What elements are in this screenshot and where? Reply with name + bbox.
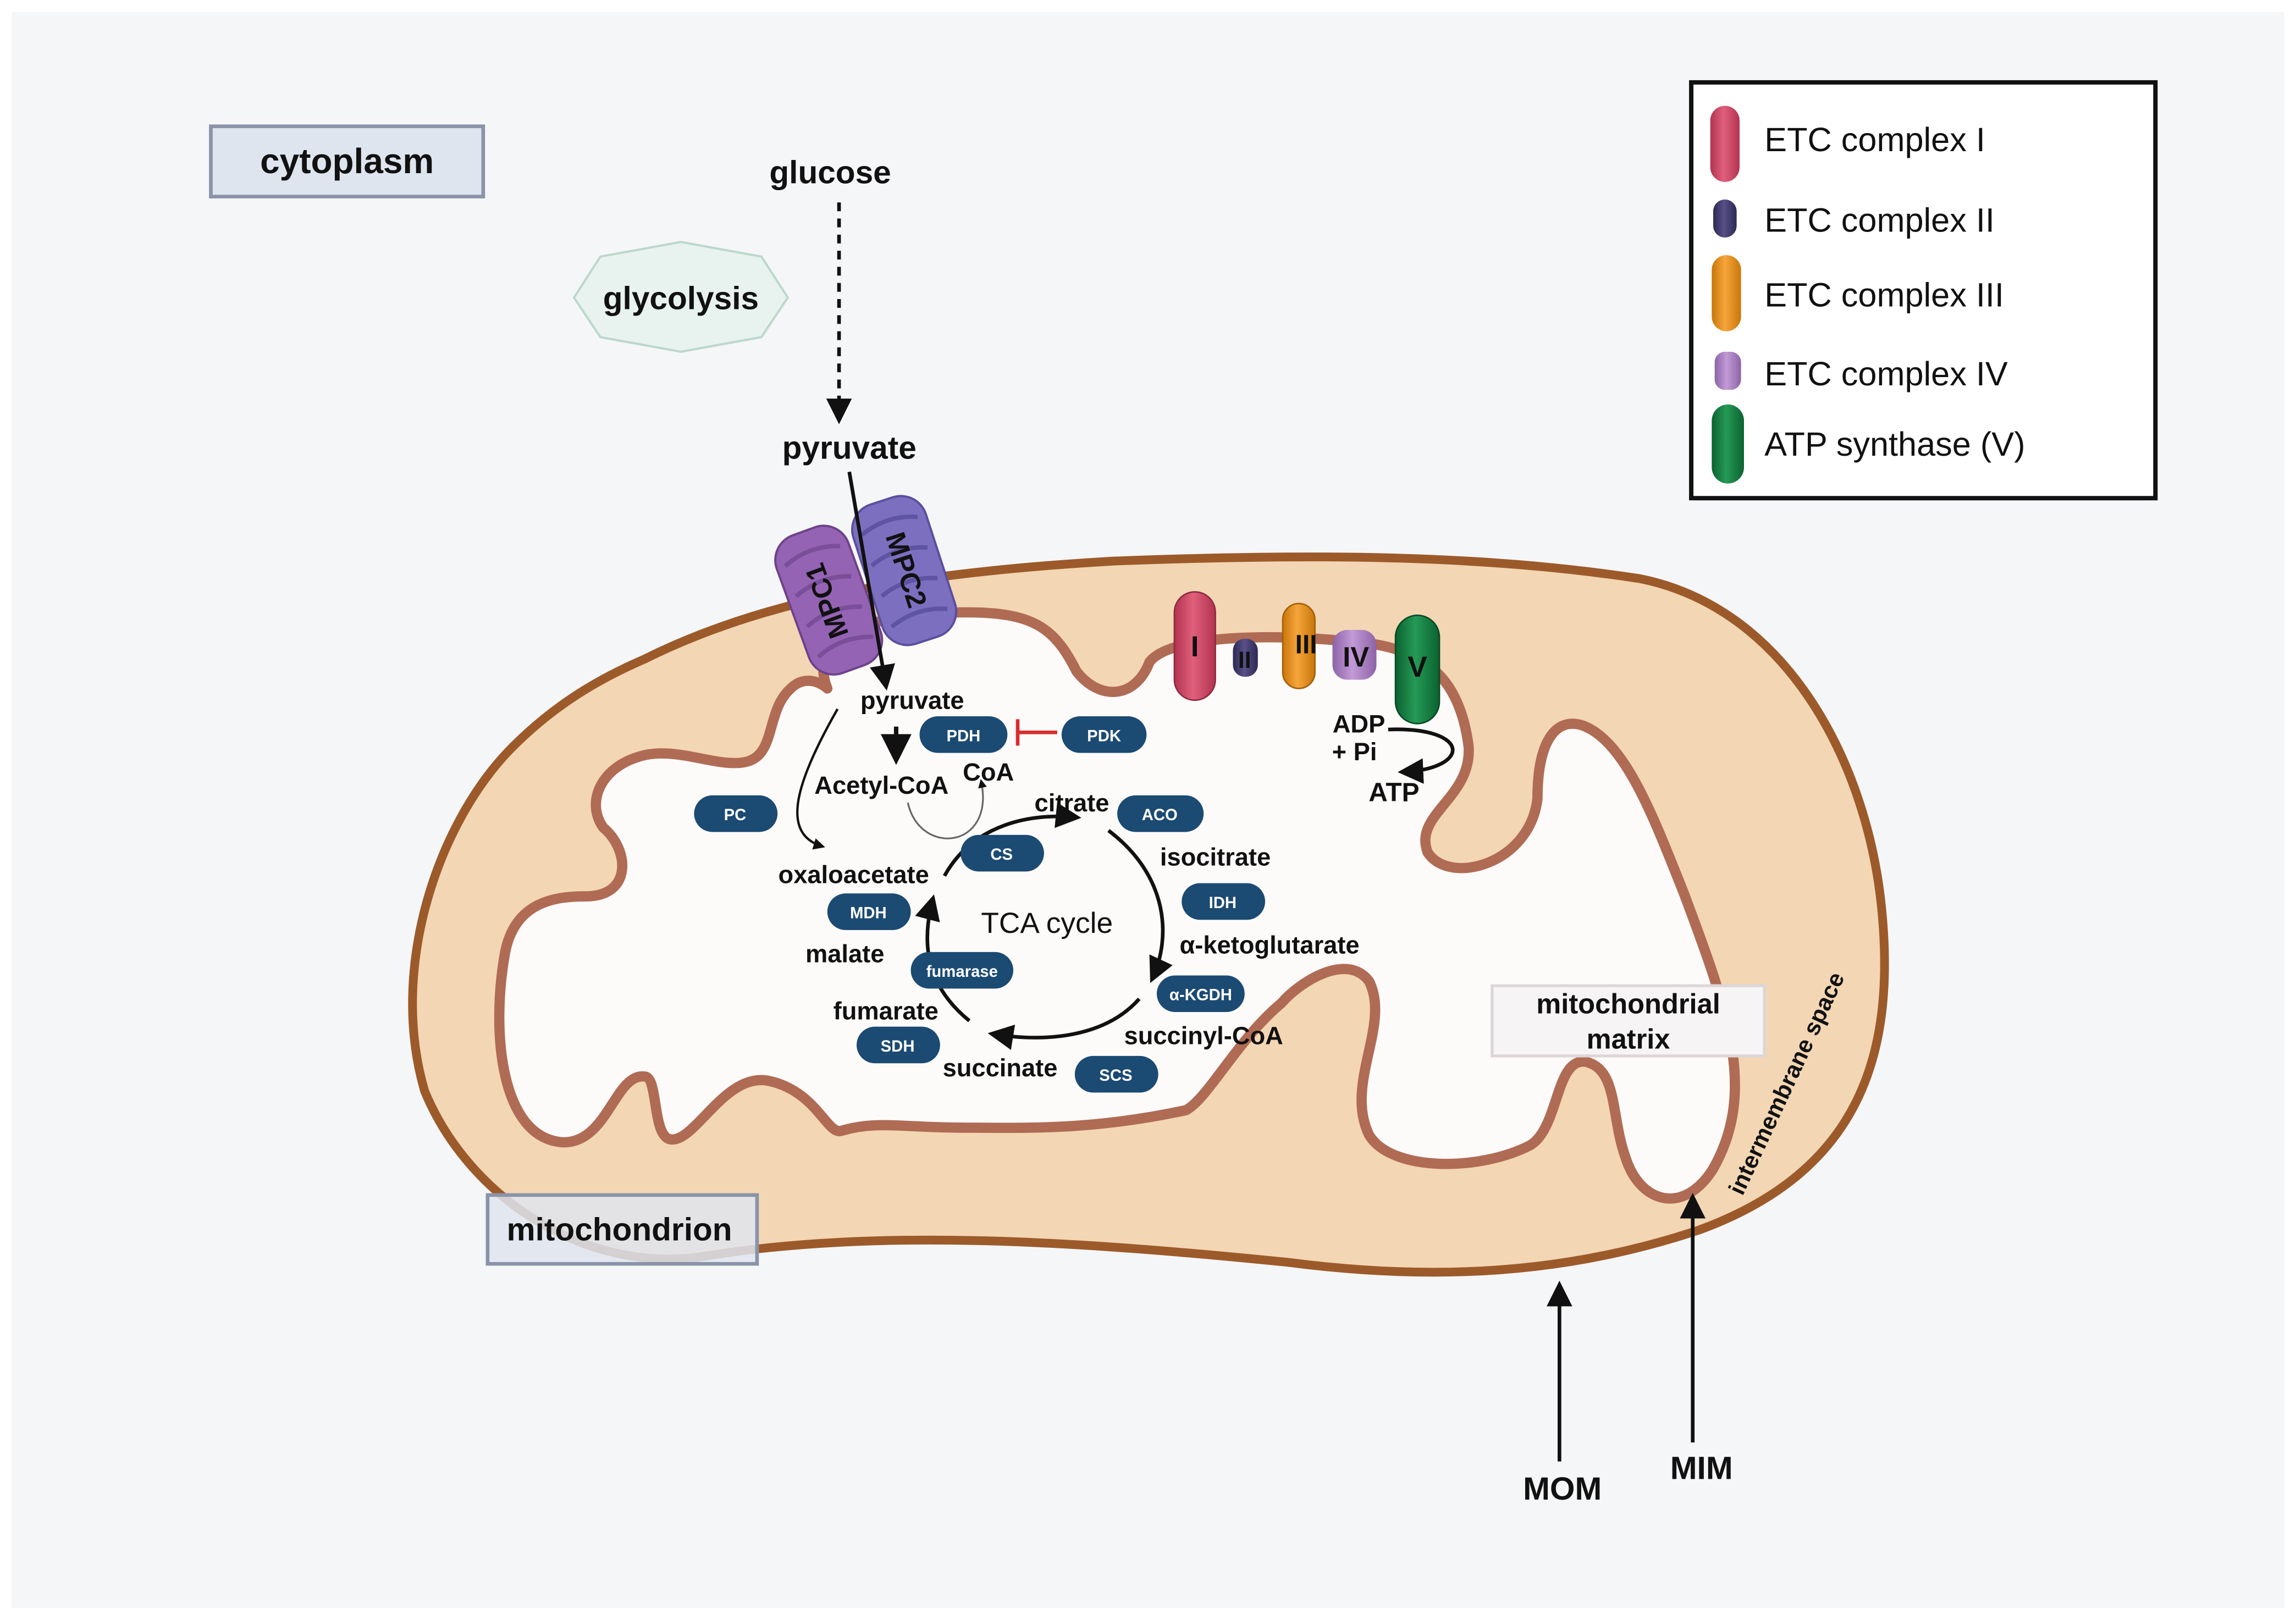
acetylcoa-entry-arrow bbox=[907, 779, 987, 839]
mitochondrial-matrix-label-line2: matrix bbox=[1587, 1024, 1670, 1055]
etc-complex-ii: II bbox=[1233, 638, 1258, 677]
acetyl-coa-label: Acetyl-CoA bbox=[814, 771, 948, 799]
adp-label: ADP bbox=[1333, 710, 1386, 738]
svg-text:PC: PC bbox=[724, 806, 747, 824]
mitochondrial-matrix-label-line1: mitochondrial bbox=[1536, 988, 1720, 1020]
mitochondrion-label-box: mitochondrion bbox=[485, 1193, 759, 1266]
svg-text:IDH: IDH bbox=[1209, 894, 1237, 912]
alpha-ketoglutarate-label: α-ketoglutarate bbox=[1179, 931, 1359, 959]
pyruvate-inner-label: pyruvate bbox=[860, 687, 964, 715]
enzyme-sdh: SDH bbox=[857, 1026, 940, 1064]
mim-label: MIM bbox=[1670, 1451, 1733, 1486]
mpc1-transporter: MPC1 bbox=[774, 524, 884, 676]
pyruvate-import-arrow bbox=[847, 471, 895, 691]
etc-complex-iii-label: III bbox=[1295, 631, 1317, 660]
legend-swatch-complex-iv bbox=[1714, 351, 1741, 390]
etc-complex-iii: III bbox=[1282, 602, 1317, 689]
svg-text:MDH: MDH bbox=[850, 904, 887, 922]
mpc2-transporter: MPC2 bbox=[851, 495, 958, 646]
succinate-label: succinate bbox=[943, 1054, 1058, 1082]
legend-swatch-complex-iii bbox=[1712, 255, 1741, 331]
oxaloacetate-label: oxaloacetate bbox=[779, 861, 929, 889]
enzyme-pdk: PDK bbox=[1061, 716, 1147, 753]
etc-complex-ii-label: II bbox=[1238, 647, 1251, 673]
mitochondrion-label: mitochondrion bbox=[507, 1212, 732, 1247]
mom-label: MOM bbox=[1523, 1471, 1602, 1507]
isocitrate-label: isocitrate bbox=[1160, 843, 1271, 871]
cytoplasm-label: cytoplasm bbox=[260, 141, 434, 181]
atp-synthase-label: V bbox=[1408, 651, 1427, 683]
inner-membrane bbox=[494, 607, 1740, 1204]
pyruvate-outer-label: pyruvate bbox=[782, 430, 917, 466]
atp-synthase-v: V bbox=[1394, 614, 1440, 725]
citrate-label: citrate bbox=[1035, 789, 1110, 817]
enzyme-pdh: PDH bbox=[919, 716, 1008, 753]
legend-item-complex-iii: ETC complex III bbox=[1712, 255, 2004, 331]
legend-item-complex-i: ETC complex I bbox=[1710, 106, 1985, 182]
tca-cycle-label: TCA cycle bbox=[981, 907, 1113, 939]
legend-swatch-atp-synthase bbox=[1712, 404, 1744, 484]
glycolysis-label: glycolysis bbox=[603, 281, 759, 317]
fumarate-label: fumarate bbox=[834, 997, 939, 1025]
etc-complex-i-label: I bbox=[1191, 631, 1199, 663]
enzyme-fumarase: fumarase bbox=[910, 952, 1013, 989]
svg-text:SCS: SCS bbox=[1099, 1066, 1132, 1085]
legend-item-atp-synthase: ATP synthase (V) bbox=[1712, 404, 2025, 484]
pdk-inhibition bbox=[1015, 719, 1057, 746]
legend-label-complex-i: ETC complex I bbox=[1764, 121, 1985, 158]
atp-synthesis-arrow bbox=[1388, 727, 1455, 784]
tca-arrow-succinylcoa-succinate bbox=[987, 997, 1141, 1050]
svg-text:CS: CS bbox=[990, 845, 1013, 864]
legend-label-complex-iii: ETC complex III bbox=[1764, 276, 2004, 313]
coa-label: CoA bbox=[963, 758, 1014, 786]
svg-text:SDH: SDH bbox=[881, 1037, 915, 1055]
enzyme-scs: SCS bbox=[1074, 1055, 1158, 1093]
glycolysis-badge: glycolysis bbox=[572, 241, 790, 353]
legend-label-atp-synthase: ATP synthase (V) bbox=[1764, 425, 2025, 463]
svg-text:PDK: PDK bbox=[1087, 727, 1121, 745]
enzyme-aco: ACO bbox=[1117, 795, 1204, 832]
legend-swatch-complex-ii bbox=[1713, 199, 1737, 238]
svg-text:ACO: ACO bbox=[1142, 806, 1178, 824]
mitochondrial-matrix-label-box: mitochondrial matrix bbox=[1491, 984, 1766, 1058]
pi-label: + Pi bbox=[1332, 738, 1377, 766]
legend: ETC complex I ETC complex II ETC complex… bbox=[1689, 80, 2158, 501]
etc-complex-iv: IV bbox=[1332, 629, 1377, 680]
enzyme-mdh: MDH bbox=[827, 893, 911, 930]
malate-label: malate bbox=[805, 939, 884, 967]
atp-label: ATP bbox=[1368, 778, 1419, 808]
enzyme-akgdh: α-KGDH bbox=[1156, 975, 1245, 1013]
legend-item-complex-ii: ETC complex II bbox=[1713, 199, 1995, 239]
legend-label-complex-ii: ETC complex II bbox=[1764, 202, 1995, 239]
tca-arrow-citrate-akg bbox=[1107, 829, 1173, 983]
cytoplasm-label-box: cytoplasm bbox=[209, 124, 485, 198]
etc-complex-iv-label: IV bbox=[1343, 641, 1369, 672]
pc-bypass-arrow bbox=[796, 708, 839, 850]
svg-text:α-KGDH: α-KGDH bbox=[1169, 986, 1232, 1004]
legend-item-complex-iv: ETC complex IV bbox=[1714, 351, 2008, 392]
legend-label-complex-iv: ETC complex IV bbox=[1764, 355, 2008, 392]
enzyme-pc: PC bbox=[694, 795, 778, 832]
succinyl-coa-label: succinyl-CoA bbox=[1124, 1022, 1283, 1050]
glucose-label: glucose bbox=[769, 155, 891, 191]
tca-arrow-oaa-citrate bbox=[942, 802, 1081, 877]
svg-text:PDH: PDH bbox=[947, 727, 981, 745]
legend-swatch-complex-i bbox=[1710, 106, 1740, 182]
enzyme-cs: CS bbox=[961, 834, 1044, 872]
svg-text:fumarase: fumarase bbox=[926, 963, 998, 981]
etc-complex-i: I bbox=[1173, 591, 1216, 701]
enzyme-idh: IDH bbox=[1182, 883, 1266, 920]
